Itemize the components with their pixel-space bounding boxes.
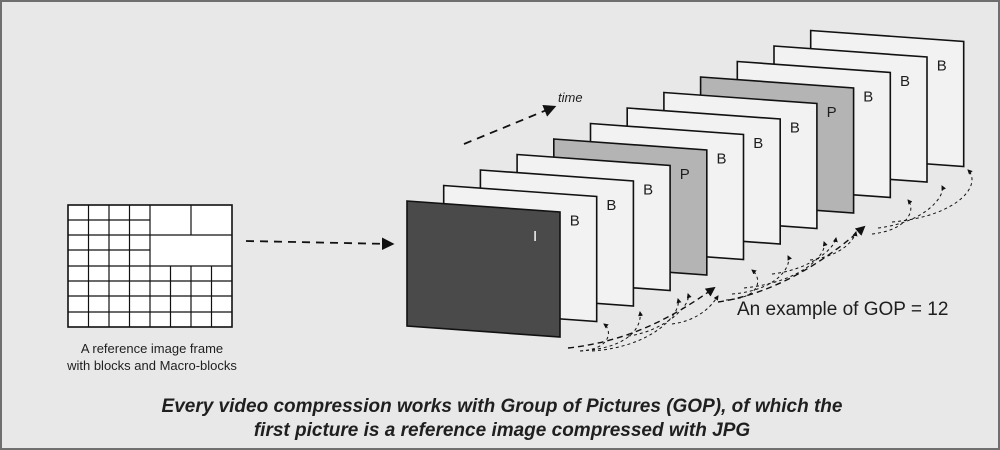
reference-frame-caption: A reference image frame with blocks and … <box>32 340 272 374</box>
frame-dependency-arcs <box>567 169 973 352</box>
gop-frame-2-label: B <box>570 213 580 230</box>
gop-frame-1-label: I <box>533 228 537 245</box>
time-label: time <box>558 90 583 105</box>
time-arrow <box>463 105 557 145</box>
reference-frame-grid <box>67 204 233 328</box>
reference-caption-line-2: with blocks and Macro-blocks <box>67 358 237 373</box>
gop-frame-7-label: B <box>753 135 763 152</box>
main-caption-line-2: first picture is a reference image compr… <box>253 420 751 441</box>
gop-frame-9-label: P <box>827 104 837 121</box>
gop-frame-stack: B B B P B B B P B B B I <box>406 29 965 338</box>
gop-frame-4-label: B <box>643 182 653 199</box>
gop-frame-6-label: B <box>717 151 727 168</box>
reference-to-gop-arrow <box>245 237 395 251</box>
gop-frame-5-label: P <box>680 166 690 183</box>
reference-caption-line-1: A reference image frame <box>80 341 224 356</box>
gop-frame-1-i <box>406 200 561 338</box>
gop-label: An example of GOP = 12 <box>737 299 948 320</box>
gop-frame-12-label: B <box>937 58 947 75</box>
gop-frame-11-label: B <box>900 73 910 90</box>
gop-frame-8-label: B <box>790 120 800 137</box>
gop-frame-10-label: B <box>863 89 873 106</box>
main-caption-line-1: Every video compression works with Group… <box>161 396 843 417</box>
gop-frame-3-label: B <box>606 197 616 214</box>
